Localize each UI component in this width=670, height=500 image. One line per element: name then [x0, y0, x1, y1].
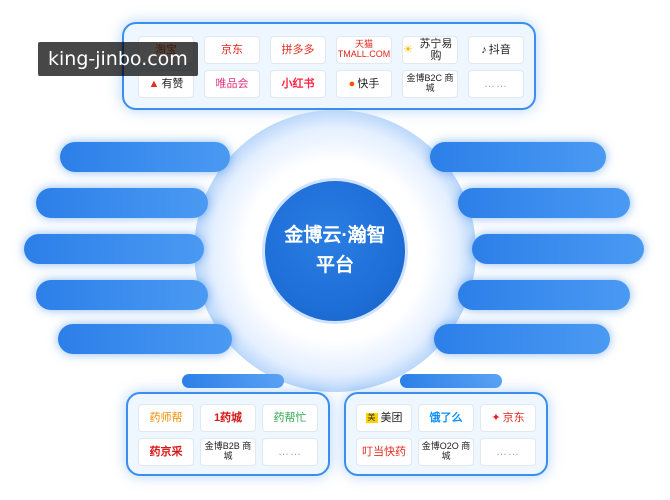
- tile-meituan: 美美团: [356, 404, 412, 432]
- left-capsule-4: [36, 280, 208, 310]
- left-capsule-1: [60, 142, 230, 172]
- kuaishou-icon: ●: [348, 77, 356, 90]
- right-capsule-4: [458, 280, 630, 310]
- left-capsule-2: [36, 188, 208, 218]
- right-capsule-2: [458, 188, 630, 218]
- tile-yaobangmang: 药帮忙: [262, 404, 318, 432]
- bottom-left-platform-panel: 药师帮 1药城 药帮忙 药京采 金博B2B 商城 ……: [126, 392, 330, 476]
- tile-more-b2b: ……: [262, 438, 318, 466]
- core-title-line1: 金博云·瀚智: [284, 225, 386, 246]
- dog-icon: ✦: [491, 411, 501, 424]
- tile-vip: 唯品会: [204, 70, 260, 98]
- tile-more: ……: [468, 70, 524, 98]
- note-icon: ♪: [481, 43, 487, 56]
- left-capsule-3: [24, 234, 204, 264]
- watermark: king-jinbo.com: [38, 42, 198, 76]
- left-capsule-5: [58, 324, 232, 354]
- tile-jd: 京东: [204, 36, 260, 64]
- tile-suning: ☀苏宁易购: [402, 36, 458, 64]
- platform-core: 金博云·瀚智 平台: [262, 178, 408, 324]
- tile-more-o2o: ……: [480, 438, 536, 466]
- tile-youzan: ▲有赞: [138, 70, 194, 98]
- tile-eleme: 饿了么: [418, 404, 474, 432]
- tile-xiaohongshu: 小红书: [270, 70, 326, 98]
- right-capsule-5: [434, 324, 610, 354]
- tile-jinbo-b2b: 金博B2B 商城: [200, 438, 256, 466]
- tile-jd-daojia: ✦京东: [480, 404, 536, 432]
- bottom-right-heading: [400, 374, 502, 388]
- tile-yaoshibang: 药师帮: [138, 404, 194, 432]
- bottom-right-platform-panel: 美美团 饿了么 ✦京东 叮当快药 金博O2O 商城 ……: [344, 392, 548, 476]
- tile-pinduoduo: 拼多多: [270, 36, 326, 64]
- meituan-icon: 美: [365, 412, 378, 424]
- tile-dingdang: 叮当快药: [356, 438, 412, 466]
- sun-icon: ☀: [403, 43, 413, 56]
- tile-yaojingcai: 药京采: [138, 438, 194, 466]
- core-title-line2: 平台: [315, 255, 354, 276]
- thumb-icon: ▲: [148, 77, 160, 90]
- tile-tmall: 天猫 TMALL.COM: [336, 36, 392, 64]
- tile-1yaocheng: 1药城: [200, 404, 256, 432]
- right-capsule-3: [472, 234, 644, 264]
- tile-douyin: ♪抖音: [468, 36, 524, 64]
- tile-kuaishou: ●快手: [336, 70, 392, 98]
- bottom-left-heading: [182, 374, 284, 388]
- tile-jinbo-o2o: 金博O2O 商城: [418, 438, 474, 466]
- right-capsule-1: [430, 142, 606, 172]
- tile-jinbo-b2c: 金博B2C 商城: [402, 70, 458, 98]
